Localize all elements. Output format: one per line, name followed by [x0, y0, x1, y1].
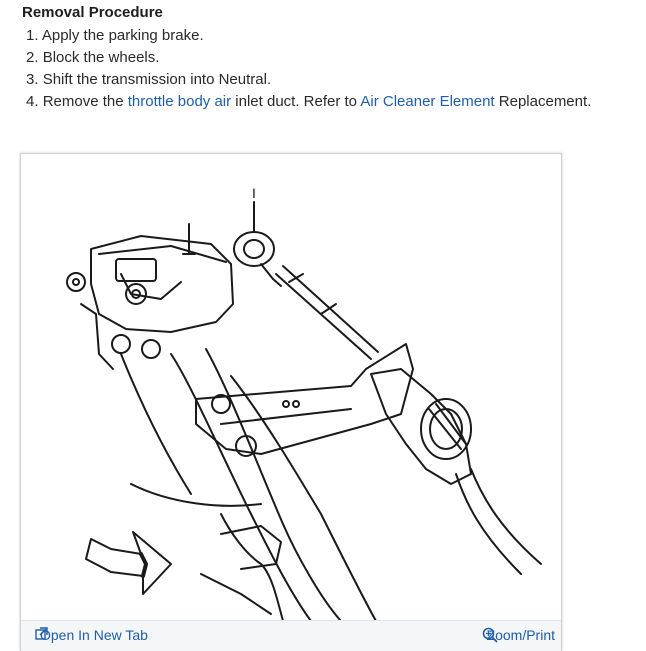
figure-caption-bar: Open In New Tab Zoom/Print — [21, 620, 561, 651]
shift-cable — [275, 273, 372, 360]
figure-container: I Open In New Tab Zoom/Pr — [20, 153, 562, 651]
zoom-print-link[interactable]: Zoom/Print — [482, 627, 555, 643]
open-in-new-tab-label: Open In New Tab — [40, 627, 148, 643]
step-number: 4. — [26, 93, 39, 110]
step-text: Replacement. — [498, 93, 592, 110]
zoom-print-label: Zoom/Print — [486, 627, 555, 643]
throttle-body-air-link[interactable]: throttle body air — [127, 93, 232, 110]
cable-bracket — [195, 343, 414, 455]
callout-label: I — [252, 185, 256, 201]
step-text: Apply the parking brake. — [41, 27, 204, 44]
step-2: 2. Block the wheels. — [26, 47, 591, 69]
front-direction-arrow — [85, 531, 172, 595]
shift-cable-illustration[interactable]: I — [21, 154, 561, 621]
air-cleaner-element-link[interactable]: Air Cleaner Element — [360, 93, 495, 110]
step-number: 1. — [26, 27, 39, 44]
open-in-new-tab-link[interactable]: Open In New Tab — [35, 627, 148, 643]
frame-member — [170, 353, 312, 621]
procedure-steps: 1. Apply the parking brake. 2. Block the… — [26, 25, 591, 113]
step-text: Shift the transmission into Neutral. — [42, 71, 272, 88]
step-text: Block the wheels. — [42, 49, 160, 66]
step-3: 3. Shift the transmission into Neutral. — [26, 69, 591, 91]
cable-end-bushing — [233, 231, 275, 267]
step-text: inlet duct. Refer to — [235, 93, 358, 110]
step-text: Remove the — [42, 93, 124, 110]
step-number: 2. — [26, 49, 39, 66]
step-4: 4. Remove the throttle body air inlet du… — [26, 91, 591, 113]
step-number: 3. — [26, 71, 39, 88]
step-1: 1. Apply the parking brake. — [26, 25, 591, 47]
shifter-housing — [90, 235, 234, 333]
procedure-heading: Removal Procedure — [22, 4, 163, 21]
cable-fitting — [370, 368, 472, 485]
